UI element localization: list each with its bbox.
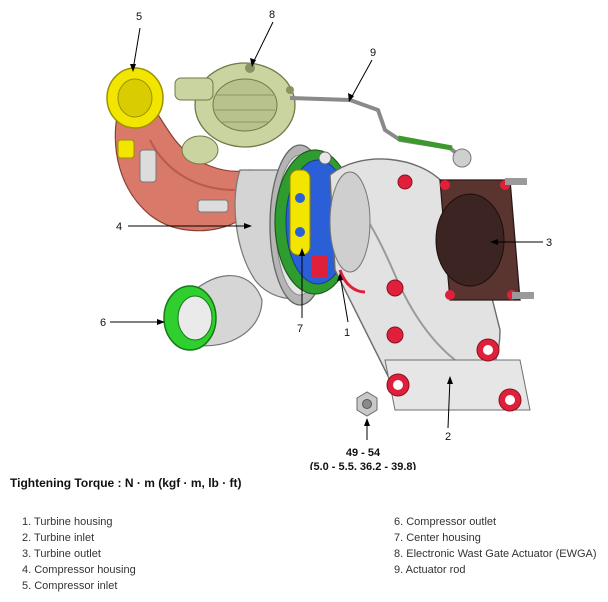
callout-5: 5 <box>136 11 142 23</box>
callout-6: 6 <box>100 317 106 329</box>
legend-right-column: 6. Compressor outlet 7. Center housing 8… <box>394 514 597 578</box>
legend-item: 1. Turbine housing <box>22 516 113 528</box>
torque-value: 49 - 54 <box>346 447 381 459</box>
callout-8: 8 <box>269 9 275 21</box>
callout-4: 4 <box>116 221 122 233</box>
turbocharger-diagram: 5 8 9 4 6 7 1 3 2 49 - 54 (5.0 - 5.5, 36… <box>100 9 552 470</box>
torque-caption: Tightening Torque : N · m (kgf · m, lb ·… <box>10 476 242 490</box>
compressor-outlet <box>163 275 263 351</box>
legend-item: 4. Compressor housing <box>22 564 136 576</box>
callout-7: 7 <box>297 323 303 335</box>
leader-lines <box>110 21 543 440</box>
callout-1: 1 <box>344 327 350 339</box>
arrowheads <box>130 58 498 426</box>
legend-item: 5. Compressor inlet <box>22 580 118 592</box>
legend-left-column: 1. Turbine housing 2. Turbine inlet 3. T… <box>22 514 136 594</box>
legend-item: 9. Actuator rod <box>394 564 466 576</box>
callout-9: 9 <box>370 47 376 59</box>
legend-item: 3. Turbine outlet <box>22 548 101 560</box>
legend-item: 2. Turbine inlet <box>22 532 95 544</box>
legend-item: 8. Electronic Wast Gate Actuator (EWGA) <box>394 548 597 560</box>
legend-item: 7. Center housing <box>394 532 481 544</box>
callout-3: 3 <box>546 237 552 249</box>
ewga-actuator <box>174 62 296 165</box>
legend-item: 6. Compressor outlet <box>394 516 497 528</box>
turbine-inlet-flange <box>384 174 531 412</box>
callout-2: 2 <box>445 431 451 443</box>
nut-icon <box>356 391 378 417</box>
compressor-inlet <box>106 67 164 159</box>
torque-conversion: (5.0 - 5.5, 36.2 - 39.8) <box>310 461 417 470</box>
turbine-outlet-flange <box>435 178 534 301</box>
